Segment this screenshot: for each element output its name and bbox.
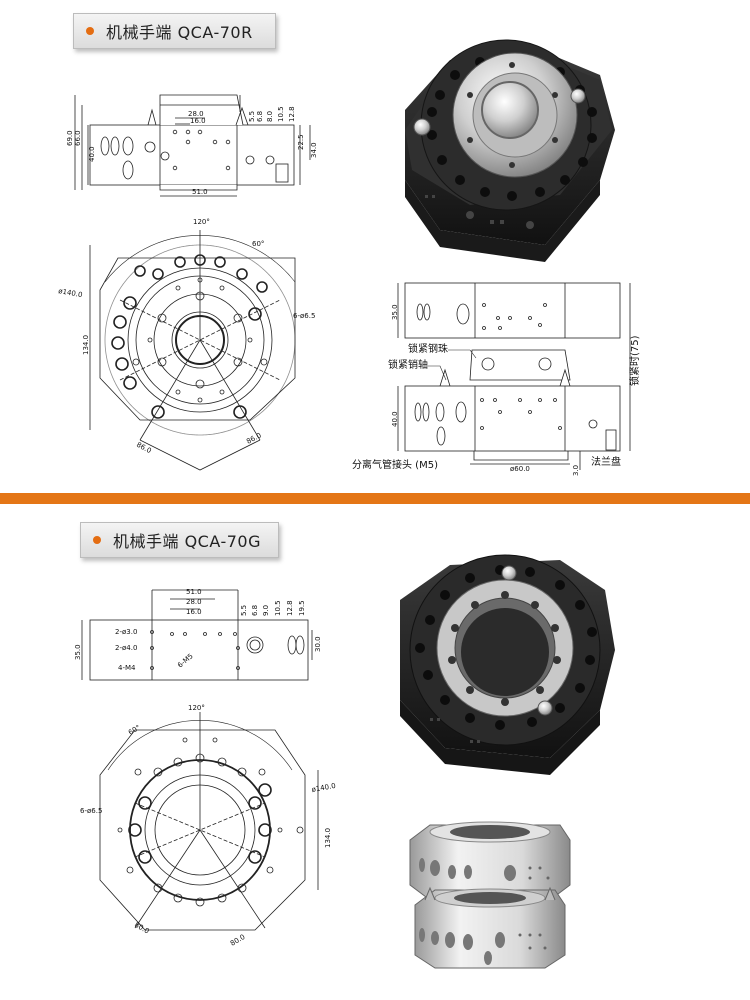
dim-label: ø60.0 (510, 465, 530, 473)
dim-label: 8.0 (266, 111, 274, 122)
dim-label: 30.0 (314, 636, 322, 652)
top-view-70g (99, 712, 319, 931)
dim-label: 6.8 (256, 111, 264, 122)
bullet-dot (93, 536, 101, 544)
section-title-70g: 机械手端 QCA-70G (113, 532, 261, 551)
callout-label: 2-ø4.0 (115, 644, 137, 652)
dim-label: 60° (252, 240, 264, 248)
dim-label: 10.5 (277, 106, 285, 122)
callout-label: 4-M4 (118, 664, 136, 672)
callout-label: 2-ø3.0 (115, 628, 137, 636)
dim-label: 134.0 (324, 828, 332, 848)
dim-label: 40.0 (88, 146, 96, 162)
dim-label: 86.0 (135, 441, 153, 455)
dim-label: 9.0 (262, 605, 270, 616)
dim-label: 6-ø6.5 (293, 312, 315, 320)
dim-label: 28.0 (186, 598, 202, 606)
lock-view-70r (397, 282, 631, 470)
lock-view-70r-labels: 35.0 40.0 ø60.0 3.0 锁紧钢珠 锁紧销轴 锁紧时(75) 分离… (352, 304, 641, 476)
dim-label: 51.0 (186, 588, 202, 596)
dim-label: 28.0 (188, 110, 204, 118)
dim-label: 40.0 (391, 411, 399, 427)
dim-label: ø140.0 (58, 287, 83, 299)
dim-label: 66.0 (74, 130, 82, 146)
dim-label: 16.0 (186, 608, 202, 616)
lock-ball-label: 锁紧钢珠 (408, 342, 448, 355)
dim-label: 3.0 (572, 465, 580, 476)
render-70g-stacked (409, 821, 571, 969)
dim-label: 86.0 (245, 431, 263, 445)
dim-label: ø140.0 (311, 782, 336, 794)
dim-label: 19.5 (298, 600, 306, 616)
render-70g (400, 554, 615, 775)
dim-label: 120° (188, 704, 205, 712)
dim-label: 6.8 (251, 605, 259, 616)
section-title-70r: 机械手端 QCA-70R (106, 23, 253, 42)
bullet-dot (86, 27, 94, 35)
dim-label: 16.0 (190, 117, 206, 125)
top-view-70r (89, 230, 296, 471)
section-title-tag-70r: 机械手端 QCA-70R (73, 13, 276, 49)
dim-label: 51.0 (192, 188, 208, 196)
dim-label: 120° (193, 218, 210, 226)
side-view-70g (81, 589, 313, 681)
dim-label: 35.0 (391, 304, 399, 320)
dim-label: 5.5 (240, 605, 248, 616)
dim-label: 12.8 (286, 600, 294, 616)
dim-label: 80.0 (229, 933, 247, 948)
section-divider (0, 493, 750, 504)
dim-label: 12.8 (288, 106, 296, 122)
dim-label: 5.5 (248, 111, 256, 122)
side-view-70r (74, 94, 311, 197)
render-70r (405, 39, 615, 262)
locked-height-label: 锁紧时(75) (628, 335, 641, 386)
section-title-tag-70g: 机械手端 QCA-70G (80, 522, 279, 558)
dim-label: 10.5 (274, 600, 282, 616)
dim-label: 69.0 (66, 130, 74, 146)
air-connector-label: 分离气管接头 (M5) (352, 458, 438, 471)
dim-label: 34.0 (310, 142, 318, 158)
dim-label: 22.5 (297, 134, 305, 150)
side-view-70r-dims: 28.0 16.0 51.0 5.5 6.8 8.0 10.5 12.8 22.… (66, 106, 318, 196)
dim-label: 134.0 (82, 335, 90, 355)
dim-label: 35.0 (74, 644, 82, 660)
lock-pin-label: 锁紧销轴 (388, 358, 428, 371)
flange-label: 法兰盘 (591, 455, 621, 468)
dim-label: 6-ø6.5 (80, 807, 102, 815)
